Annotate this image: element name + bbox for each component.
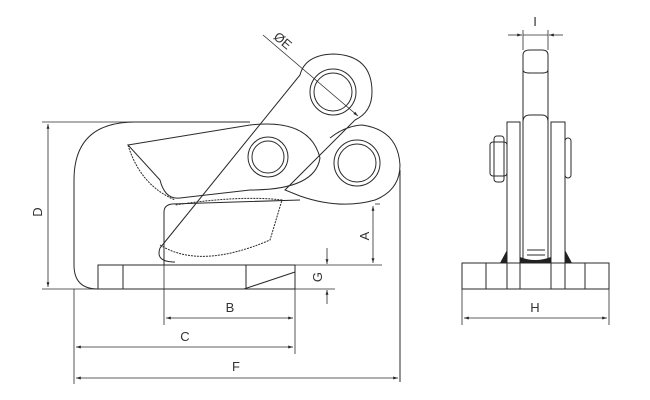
clamp-body bbox=[73, 121, 401, 382]
dim-e bbox=[262, 34, 359, 117]
cam-jaw bbox=[127, 123, 321, 199]
label-i: I bbox=[533, 14, 537, 29]
label-b: B bbox=[226, 300, 235, 315]
label-d: D bbox=[30, 207, 45, 216]
pin-head-right bbox=[564, 137, 572, 179]
dimensions-side: D A G B C F ØE bbox=[30, 29, 398, 384]
label-a: A bbox=[357, 231, 372, 240]
front-view bbox=[461, 49, 610, 290]
label-e: ØE bbox=[271, 29, 295, 53]
pin-head-left bbox=[489, 141, 508, 177]
upper-lever bbox=[159, 53, 401, 249]
label-f: F bbox=[232, 359, 240, 374]
label-h: H bbox=[530, 300, 539, 315]
label-g: G bbox=[310, 272, 325, 282]
base-plate bbox=[97, 264, 296, 290]
weld bbox=[500, 250, 572, 263]
side-view bbox=[73, 53, 401, 382]
dimensions-front: I H bbox=[461, 14, 610, 325]
plate-wedge bbox=[122, 265, 296, 290]
label-c: C bbox=[180, 329, 189, 344]
